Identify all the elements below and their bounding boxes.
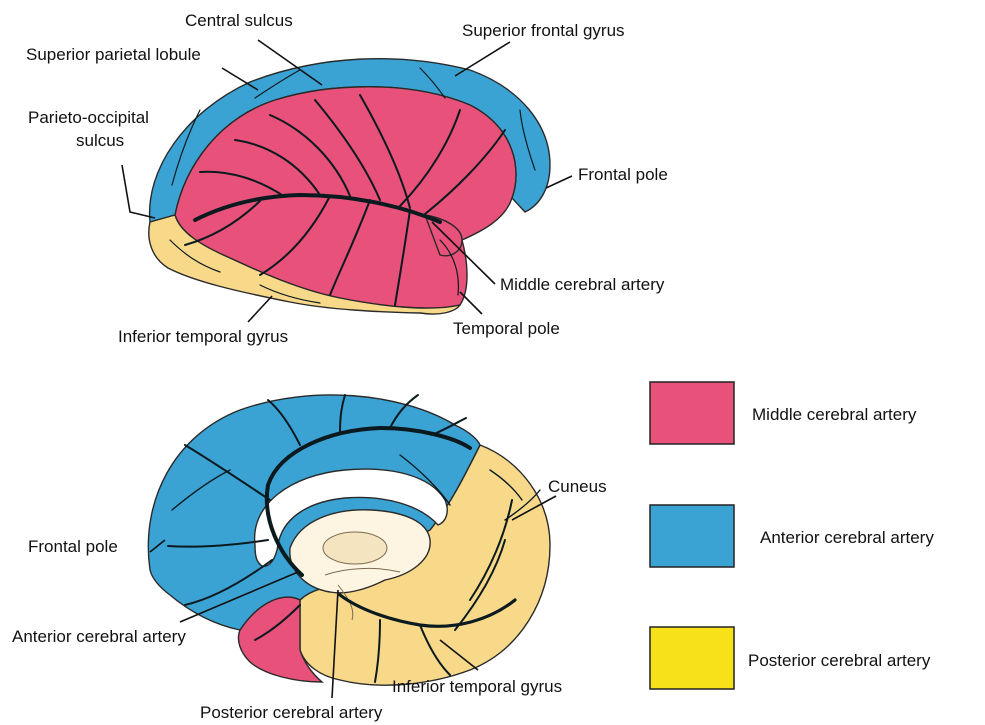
label-inferior-temporal-gyrus-medial: Inferior temporal gyrus bbox=[392, 677, 562, 696]
legend-label-posterior: Posterior cerebral artery bbox=[748, 651, 931, 670]
thalamus bbox=[323, 532, 387, 564]
medial-brain-view: Cuneus Frontal pole Anterior cerebral ar… bbox=[12, 395, 607, 722]
label-cuneus: Cuneus bbox=[548, 477, 607, 496]
legend: Middle cerebral artery Anterior cerebral… bbox=[650, 382, 934, 689]
label-frontal-pole-medial: Frontal pole bbox=[28, 537, 118, 556]
label-anterior-cerebral-artery-medial: Anterior cerebral artery bbox=[12, 627, 186, 646]
label-parieto-occipital-line1: Parieto-occipital bbox=[28, 108, 149, 127]
label-frontal-pole-lateral: Frontal pole bbox=[578, 165, 668, 184]
label-superior-parietal-lobule: Superior parietal lobule bbox=[26, 45, 201, 64]
label-temporal-pole: Temporal pole bbox=[453, 319, 560, 338]
legend-swatch-anterior bbox=[650, 505, 734, 567]
lateral-brain-view: Central sulcus Superior frontal gyrus Su… bbox=[26, 11, 668, 346]
label-parieto-occipital-line2: sulcus bbox=[76, 131, 124, 150]
legend-swatch-posterior bbox=[650, 627, 734, 689]
label-superior-frontal-gyrus: Superior frontal gyrus bbox=[462, 21, 625, 40]
label-inferior-temporal-gyrus-lateral: Inferior temporal gyrus bbox=[118, 327, 288, 346]
label-posterior-cerebral-artery-medial: Posterior cerebral artery bbox=[200, 703, 383, 722]
label-middle-cerebral-artery-lateral: Middle cerebral artery bbox=[500, 275, 665, 294]
legend-label-middle: Middle cerebral artery bbox=[752, 405, 917, 424]
label-central-sulcus: Central sulcus bbox=[185, 11, 293, 30]
legend-label-anterior: Anterior cerebral artery bbox=[760, 528, 934, 547]
leader-inferior-temporal-gyrus-lateral bbox=[248, 296, 272, 322]
leader-superior-frontal-gyrus bbox=[455, 42, 510, 76]
legend-swatch-middle bbox=[650, 382, 734, 444]
leader-frontal-pole-lateral bbox=[546, 176, 572, 188]
leader-temporal-pole bbox=[460, 292, 482, 314]
